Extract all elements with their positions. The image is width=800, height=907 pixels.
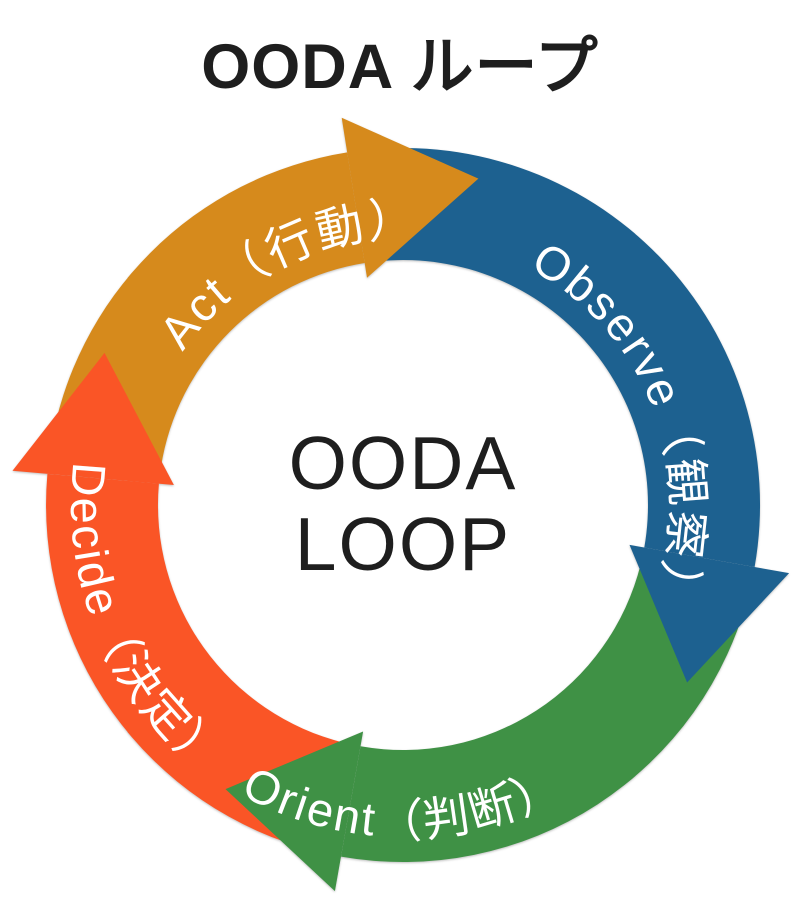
orient-arrow-band (341, 564, 750, 863)
ooda-ring (12, 117, 790, 892)
decide-arrowhead (12, 352, 174, 485)
decide-arrow-band (46, 473, 344, 852)
act-arrow-band (50, 152, 365, 467)
observe-arrowhead (629, 544, 790, 683)
act-arrowhead (341, 117, 479, 278)
observe-arrow-band (353, 148, 761, 567)
center-label-line1: OODA (289, 421, 518, 505)
center-label-line2: LOOP (295, 502, 511, 586)
diagram-title: OODA ループ (201, 32, 598, 102)
orient-arrowhead (225, 731, 364, 892)
